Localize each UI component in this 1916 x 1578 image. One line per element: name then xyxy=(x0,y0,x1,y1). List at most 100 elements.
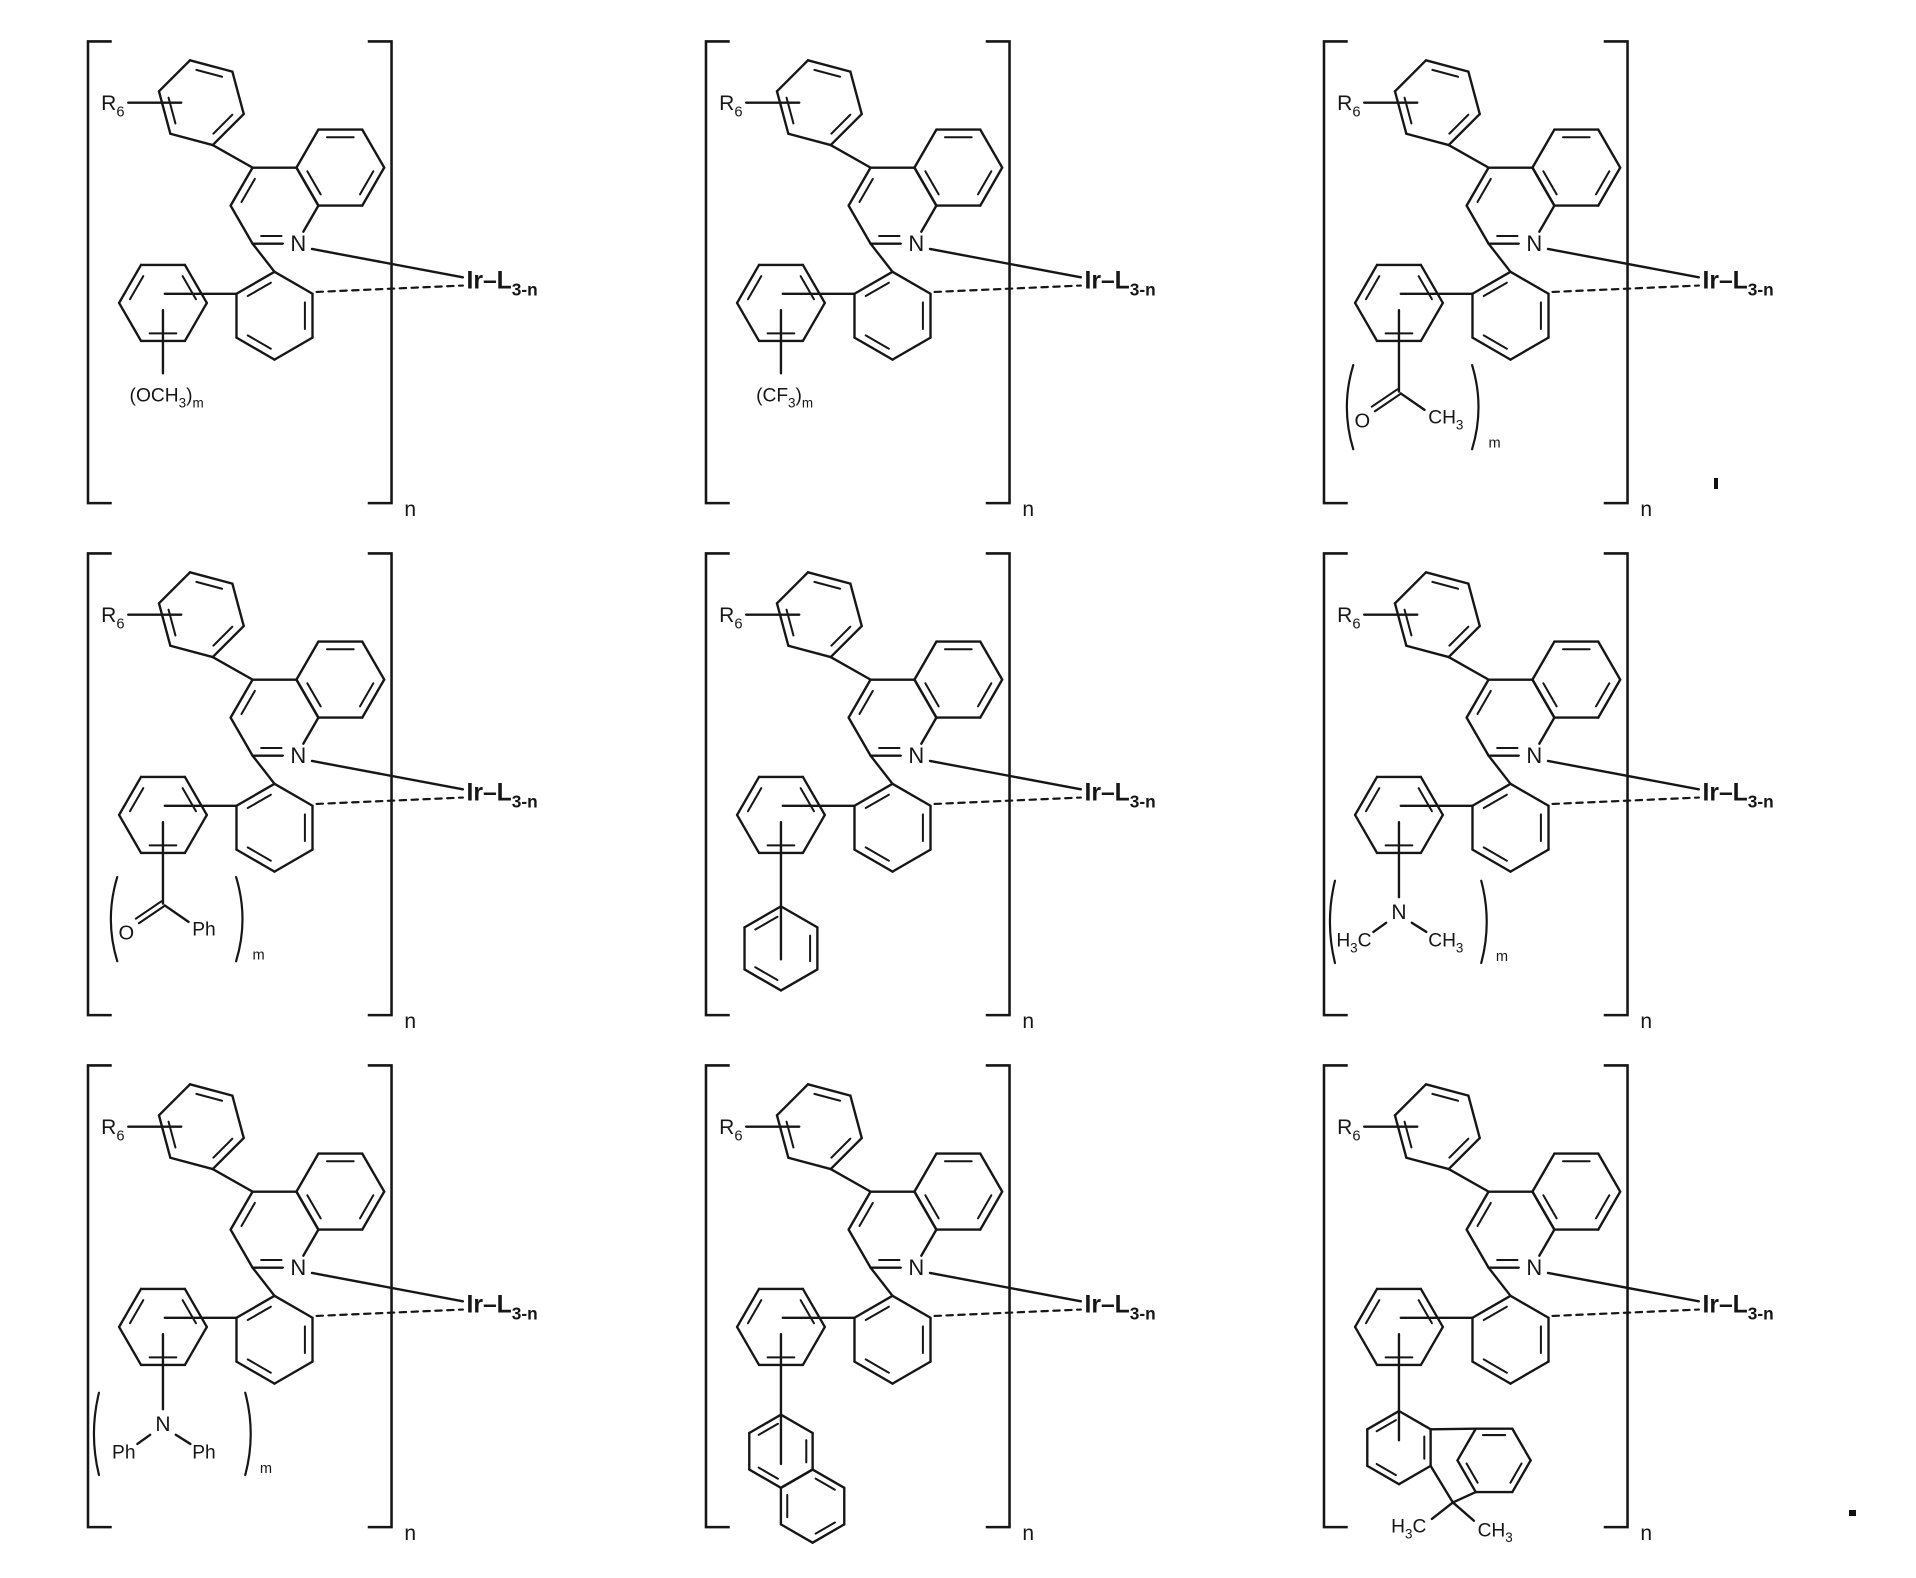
bracket-right xyxy=(367,1064,393,1529)
double-bond-inner xyxy=(240,1201,256,1227)
double-bond-inner xyxy=(128,1299,145,1325)
double-bond-inner xyxy=(976,170,993,196)
quinoline-pyridine-bond xyxy=(847,678,872,719)
paren-left xyxy=(1345,363,1355,451)
substituted-phenyl-bond xyxy=(1419,813,1445,855)
bracket-left xyxy=(704,40,730,505)
quinoline-pyridine-bond xyxy=(847,1228,872,1269)
metalated-phenyl-bond xyxy=(1471,336,1512,361)
double-bond-inner xyxy=(757,1422,779,1436)
repeat-subscript-n: n xyxy=(404,1522,416,1545)
double-bond-inner xyxy=(212,1137,234,1159)
substituted-phenyl-bond xyxy=(801,263,827,305)
r6-phenyl-bond xyxy=(211,624,245,659)
double-bond-inner xyxy=(1417,787,1433,813)
quinoline-pyridine-bond xyxy=(295,678,320,719)
quinoline-benzo-bond xyxy=(1597,166,1622,207)
r6-phenyl-bond xyxy=(806,59,852,73)
r6-phenyl-bond xyxy=(157,1114,172,1159)
metalated-phenyl-bond xyxy=(273,782,314,807)
quinoline-pyridine-bond xyxy=(913,166,938,207)
quinoline-pyridine-bond xyxy=(920,716,938,745)
c-to-ir-dashed-bond xyxy=(315,796,464,806)
metalated-phenyl-bond xyxy=(235,1360,276,1385)
fluorene-bond xyxy=(1366,1464,1401,1486)
r6-phenyl-bond xyxy=(157,571,192,605)
metalated-phenyl-bond xyxy=(1471,782,1512,807)
r6-phenyl-bond xyxy=(775,571,810,605)
substituted-phenyl-bond xyxy=(1419,1287,1445,1329)
double-bond-inner xyxy=(181,787,197,813)
quinoline-pyridine-bond xyxy=(295,166,320,207)
metalated-phenyl-bond xyxy=(235,1294,276,1319)
amine-nitrogen-label: N xyxy=(155,1413,170,1436)
bracket-left xyxy=(1322,1064,1348,1529)
repeat-subscript-n: n xyxy=(1640,498,1652,521)
fluorene-methyl-left-label: H3C xyxy=(1391,1517,1426,1542)
double-bond-inner xyxy=(1375,1419,1397,1433)
double-bond-inner xyxy=(1364,787,1381,813)
naphthalene-bond xyxy=(779,1468,814,1490)
double-bond-inner xyxy=(1364,1299,1381,1325)
quinoline-phenyl-bond xyxy=(1487,1266,1512,1298)
double-bond-inner xyxy=(240,177,256,203)
quinoline-pyridine-bond xyxy=(229,1190,254,1231)
bracket-right xyxy=(1603,552,1629,1017)
r6-label: R6 xyxy=(1337,1116,1360,1144)
quinoline-benzo-bond xyxy=(979,128,1004,169)
paren-left xyxy=(1328,879,1337,965)
fluorene-bridge-bond xyxy=(1429,1427,1477,1431)
metalated-phenyl-bond xyxy=(853,782,894,807)
paren-left xyxy=(109,875,119,963)
acyl-group-label: CH3 xyxy=(1428,408,1463,433)
aryl-quinoline-bond xyxy=(1447,655,1490,681)
substituted-phenyl-bond xyxy=(117,1287,143,1329)
metalated-phenyl-bond xyxy=(891,270,932,295)
metalated-phenyl-bond xyxy=(1509,1294,1550,1319)
double-bond-inner xyxy=(976,682,993,708)
r6-phenyl-bond xyxy=(211,1136,245,1171)
quinoline-benzo-bond xyxy=(1531,1152,1556,1193)
quinoline-pyridine-bond xyxy=(295,1190,320,1231)
quinoline-benzo-bond xyxy=(295,640,320,681)
metalated-phenyl-bond xyxy=(273,336,314,361)
double-bond-inner xyxy=(212,625,234,647)
aryl-quinoline-bond xyxy=(211,143,254,169)
methyl-bond xyxy=(1451,1501,1476,1522)
quinoline-pyridine-bond xyxy=(302,204,320,233)
quinoline-phenyl-bond xyxy=(251,242,276,274)
quinoline-benzo-bond xyxy=(361,166,386,207)
naphthalene-bond xyxy=(779,1413,814,1435)
r6-phenyl-bond xyxy=(1393,602,1408,647)
double-bond-inner xyxy=(1542,682,1558,708)
substituted-phenyl-bond xyxy=(801,813,827,855)
quinoline-pyridine-bond xyxy=(229,204,254,245)
amine-bond xyxy=(1410,921,1428,934)
n-to-ir-bond xyxy=(310,1271,465,1303)
substituted-phenyl-bond xyxy=(117,775,143,817)
carbonyl-oxygen-label: O xyxy=(1355,410,1371,432)
quinoline-phenyl-bond xyxy=(869,242,894,274)
quinoline-pyridine-bond xyxy=(913,678,938,719)
metalated-phenyl-bond xyxy=(1471,1360,1512,1385)
r6-phenyl-bond xyxy=(231,70,245,116)
metalated-phenyl-bond xyxy=(853,1360,894,1385)
aryl-quinoline-bond xyxy=(829,143,872,169)
repeat-subscript-n: n xyxy=(404,1010,416,1033)
metalated-phenyl-bond xyxy=(235,782,276,807)
double-bond-inner xyxy=(814,1477,836,1491)
metalated-phenyl-bond xyxy=(273,1360,314,1385)
r6-phenyl-bond xyxy=(1393,59,1428,93)
quinoline-pyridine-bond xyxy=(302,716,320,745)
quinoline-phenyl-bond xyxy=(251,1266,276,1298)
carbonyl-bond xyxy=(1370,388,1399,408)
naphthalene-bond xyxy=(748,1413,783,1435)
quinoline-phenyl-bond xyxy=(869,754,894,786)
metalated-phenyl-bond xyxy=(891,848,932,873)
r6-phenyl-bond xyxy=(849,1094,863,1140)
r6-phenyl-bond xyxy=(169,1156,214,1171)
pendant-phenyl-bond xyxy=(779,968,819,992)
